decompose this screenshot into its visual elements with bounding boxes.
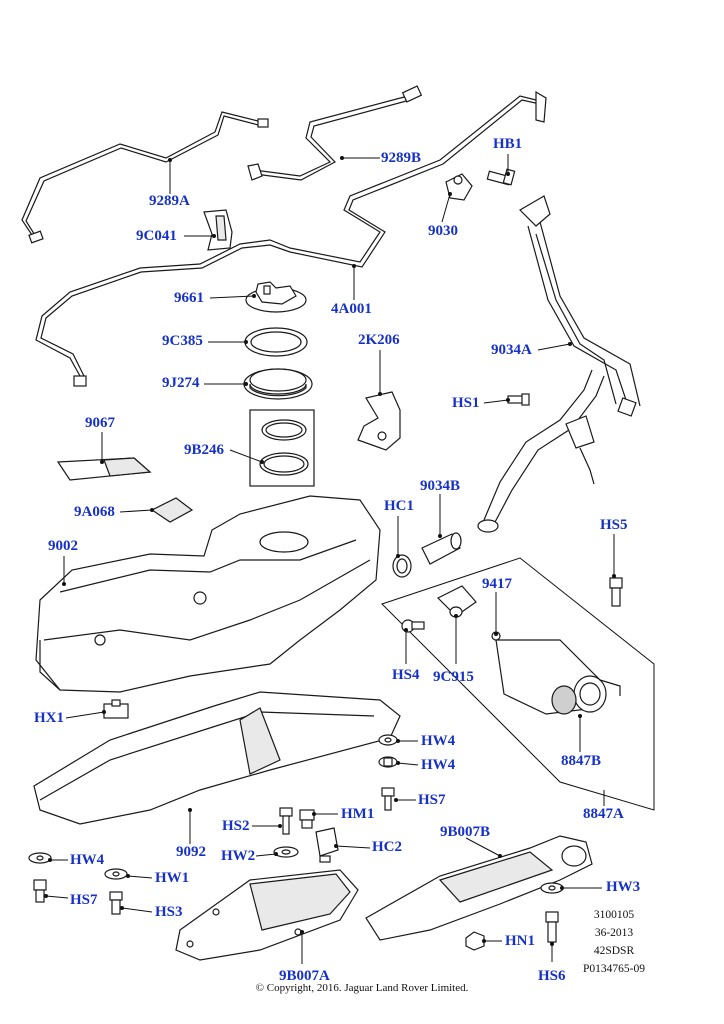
reference-block: 3100105 36-2013 42SDSR P0134765-09 [569,906,659,978]
bolt-HS7-right [381,787,395,811]
label-9289B[interactable]: 9289B [381,150,422,166]
label-9B007A[interactable]: 9B007A [279,968,330,984]
bracket-9C041 [203,209,233,251]
vent-line-4A001 [35,90,547,387]
label-9034A[interactable]: 9034A [491,342,532,358]
washer-HW4-upper [378,734,398,746]
bracket-2K206 [357,391,401,451]
label-9092[interactable]: 9092 [176,844,206,860]
label-HX1[interactable]: HX1 [34,710,64,726]
valve-9030 [445,173,473,201]
lock-ring-9J274 [243,368,313,400]
washer-HW1 [104,868,128,880]
label-HM1[interactable]: HM1 [341,806,375,822]
evap-canister-group-outline [381,557,655,811]
label-9289A[interactable]: 9289A [149,193,190,209]
filler-pipe-9034A [477,195,641,533]
label-HS2[interactable]: HS2 [222,818,250,834]
bolt-HS6 [545,911,559,943]
label-HS5[interactable]: HS5 [600,517,628,533]
label-9030[interactable]: 9030 [428,223,458,239]
fuel-line-9289B [247,85,423,181]
screw-HS1 [507,393,530,406]
nut-HM1 [299,809,315,829]
label-HS6[interactable]: HS6 [538,968,566,984]
washer-HW2 [273,846,299,858]
reference-line-2: 36-2013 [594,927,634,939]
label-8847B[interactable]: 8847B [561,753,602,769]
label-9A068[interactable]: 9A068 [74,504,115,520]
label-HC2[interactable]: HC2 [372,839,402,855]
washer-HW4-lower [378,756,398,768]
washer-HW4-left [28,852,52,864]
reference-line-1: 3100105 [593,909,635,921]
label-9002[interactable]: 9002 [48,538,78,554]
label-HS4[interactable]: HS4 [392,667,420,683]
label-9067[interactable]: 9067 [85,415,115,431]
bolt-HB1 [486,168,516,186]
nut-HN1 [465,931,485,951]
label-9C041[interactable]: 9C041 [136,228,177,244]
label-HS1[interactable]: HS1 [452,395,480,411]
bolt-HS2 [279,807,293,835]
label-HS3[interactable]: HS3 [155,904,183,920]
label-HN1[interactable]: HN1 [505,933,535,949]
label-9417[interactable]: 9417 [482,576,512,592]
label-9661[interactable]: 9661 [174,290,204,306]
reference-line-4: P0134765-09 [583,963,645,975]
pad-9067 [56,457,152,481]
pump-flange-9661 [245,281,307,313]
label-4A001[interactable]: 4A001 [331,301,372,317]
fuel-tank-9002 [35,495,381,693]
label-9B007B[interactable]: 9B007B [440,824,491,840]
reference-line-3: 42SDSR [593,945,635,957]
leader-lines [44,154,616,964]
nut-HX1 [103,699,129,719]
label-8847A[interactable]: 8847A [583,806,624,822]
bolt-HS5 [609,577,623,607]
hose-9034B [421,532,462,565]
copyright-text: © Copyright, 2016. Jaguar Land Rover Lim… [255,982,469,994]
canister-8847B [491,631,621,715]
fuel-line-9289A [21,111,269,244]
label-HW4-lower[interactable]: HW4 [421,757,456,773]
label-HB1[interactable]: HB1 [493,136,523,152]
seal-9C385 [244,327,308,357]
valve-9C915 [436,585,477,618]
label-9C385[interactable]: 9C385 [162,333,203,349]
label-9C915[interactable]: 9C915 [433,669,474,685]
label-2K206[interactable]: 2K206 [358,332,400,348]
label-HW4-upper[interactable]: HW4 [421,733,456,749]
washer-HW3 [540,882,564,894]
label-HC1[interactable]: HC1 [384,498,414,514]
bolt-HS3 [109,891,123,915]
heat-shield-9B007A [175,869,359,961]
clip-HC2 [315,827,339,863]
label-HS7-right[interactable]: HS7 [418,792,446,808]
label-9B246[interactable]: 9B246 [184,442,225,458]
label-9J274[interactable]: 9J274 [162,375,200,391]
label-HW1[interactable]: HW1 [155,870,190,886]
bolt-HS7-left [33,879,47,903]
seal-set-9B246 [249,409,315,487]
clamp-HC1 [392,554,412,578]
pad-9A068 [150,497,194,523]
label-HS7-left[interactable]: HS7 [70,892,98,908]
label-HW4-left[interactable]: HW4 [70,852,105,868]
label-HW2[interactable]: HW2 [221,848,256,864]
label-HW3[interactable]: HW3 [606,879,641,895]
label-9034B[interactable]: 9034B [420,478,461,494]
heat-shield-9092 [33,691,401,825]
